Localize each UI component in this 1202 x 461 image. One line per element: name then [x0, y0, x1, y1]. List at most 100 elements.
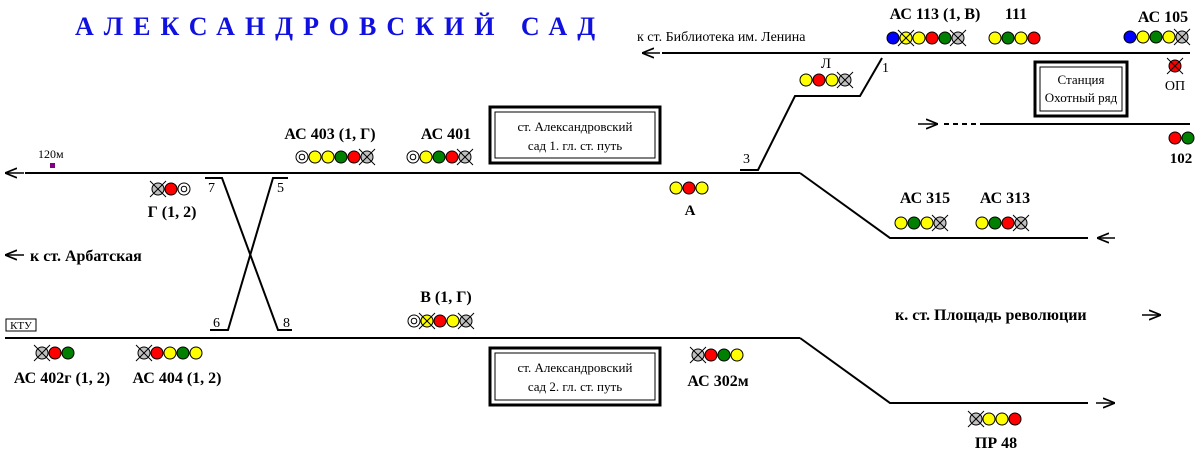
signal-g: Г (1, 2) [148, 180, 197, 221]
signal-label-111: 111 [1005, 6, 1027, 23]
signal-lamp-yellow [1136, 30, 1150, 44]
signal-lamp-yellow [982, 412, 996, 426]
signal-lamp-blue [886, 31, 900, 45]
lamps-l [799, 71, 854, 89]
signal-label-as105: АС 105 [1138, 9, 1188, 26]
signal-lamp-green [907, 216, 921, 230]
signal-label-as404: АС 404 (1, 2) [133, 370, 222, 387]
lamps-as401 [406, 148, 474, 166]
signal-op: ОП [1165, 57, 1185, 94]
signal-lamp-yellow [419, 150, 433, 164]
signal-lamp-grey-x [836, 71, 854, 89]
signal-lamp-yellow [669, 181, 683, 195]
signal-lamp-grey-x [358, 148, 376, 166]
signal-lamp-grey-x [457, 312, 475, 330]
box-track1-line2: сад 1. гл. ст. путь [528, 138, 622, 153]
signal-lamp-blue [1123, 30, 1137, 44]
signal-as302m: АС 302м [687, 346, 749, 390]
switch-6: 6 [213, 316, 220, 331]
signal-lamp-yellow [189, 346, 203, 360]
track-branch-right [799, 172, 1088, 239]
signal-lamp-yellow [975, 216, 989, 230]
box-track2: ст. Александровский сад 2. гл. ст. путь [488, 346, 662, 407]
lamps-g [149, 180, 191, 198]
signal-v: В (1, Г) [407, 289, 475, 330]
signal-lamp-grey-x [456, 148, 474, 166]
tracks [5, 52, 1190, 404]
lamps-pr48 [967, 410, 1022, 428]
lamps-as113 [886, 29, 967, 47]
signal-lamp-yellow [163, 346, 177, 360]
lamps-as403 [295, 148, 376, 166]
signal-label-as401: АС 401 [421, 126, 471, 143]
signal-as402g: АС 402г (1, 2) [14, 344, 110, 387]
signal-lamp-yellow-x [897, 29, 915, 47]
signal-lamp-red [347, 150, 361, 164]
signal-as105: АС 105 [1123, 9, 1191, 46]
signal-lamp-yellow [995, 412, 1009, 426]
signal-lamp-red [1001, 216, 1015, 230]
lamps-as105 [1123, 28, 1191, 46]
signal-label-a: А [685, 203, 696, 219]
signal-lamp-green [938, 31, 952, 45]
direction-arrows [5, 53, 1161, 403]
signal-label-as315: АС 315 [900, 190, 950, 207]
signal-as113: АС 113 (1, В) [886, 6, 980, 47]
signal-lamp-grey-x [1173, 28, 1191, 46]
switch-3: 3 [743, 152, 750, 167]
signal-lamp-yellow [321, 150, 335, 164]
signal-label-as403: АС 403 (1, Г) [284, 126, 375, 143]
track-branch-switch1 [740, 57, 883, 171]
signal-lamp-green [1181, 131, 1195, 145]
signal-lamp-red [1008, 412, 1022, 426]
direction-label-library: к ст. Библиотека им. Ленина [637, 30, 806, 45]
signal-lamp-yellow [988, 31, 1002, 45]
signal-lamp-grey-x [949, 29, 967, 47]
signal-lamp-red [445, 150, 459, 164]
ktu-marker: КТУ [5, 318, 37, 332]
signal-lamp-yellow [730, 348, 744, 362]
signal-as313: АС 313 [975, 190, 1030, 232]
signal-label-pr48: ПР 48 [975, 435, 1017, 452]
signal-lamp-ring [406, 150, 420, 164]
signal-label-l: Л [821, 56, 831, 72]
lamps-as402g [33, 344, 75, 362]
lamps-as404 [135, 344, 203, 362]
lamps-as315 [894, 214, 949, 232]
direction-label-ploshchad: к. ст. Площадь революции [895, 307, 1087, 324]
signal-lamp-green [61, 346, 75, 360]
signal-as403: АС 403 (1, Г) [284, 126, 376, 166]
box-okhotny-line2: Охотный ряд [1045, 90, 1118, 105]
signal-lamp-red [925, 31, 939, 45]
lamps-v [407, 312, 475, 330]
signal-lamp-grey-x [33, 344, 51, 362]
signal-lamp-yellow [912, 31, 926, 45]
signal-lamp-red [682, 181, 696, 195]
signal-lamp-yellow [446, 314, 460, 328]
signal-lamp-grey-x [931, 214, 949, 232]
distance-marker-square [50, 163, 55, 168]
signal-lamp-yellow [799, 73, 813, 87]
signal-lamp-grey-x [1012, 214, 1030, 232]
signal-lamp-yellow [695, 181, 709, 195]
signal-lamp-red-x [1166, 57, 1184, 75]
signal-lamp-green [717, 348, 731, 362]
signal-a: А [669, 181, 709, 219]
signal-lamp-yellow [308, 150, 322, 164]
signal-label-as313: АС 313 [980, 190, 1030, 207]
signal-lamp-green [334, 150, 348, 164]
signal-label-v: В (1, Г) [420, 289, 472, 306]
signal-lamp-yellow [894, 216, 908, 230]
signal-lamp-green [176, 346, 190, 360]
signal-as401: АС 401 [406, 126, 474, 166]
signal-lamp-grey-x [689, 346, 707, 364]
signal-lamp-grey-x [135, 344, 153, 362]
switch-5: 5 [277, 181, 284, 196]
direction-label-arbatskaya: к ст. Арбатская [30, 248, 142, 265]
signal-label-g: Г (1, 2) [148, 204, 197, 221]
signal-lamp-yellow [825, 73, 839, 87]
distance-mark-120m: 120м [38, 147, 64, 161]
signal-111: 111 [988, 6, 1041, 45]
lamps-111 [988, 31, 1041, 45]
